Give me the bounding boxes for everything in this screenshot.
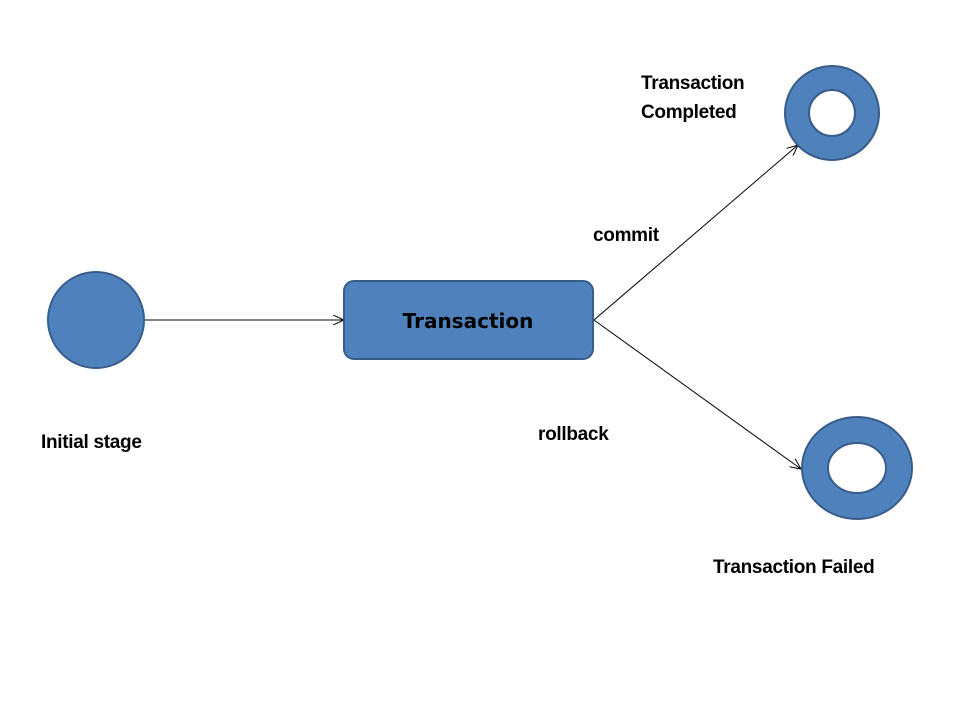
failed-label: Transaction Failed [713, 557, 875, 578]
completed-label-line1: Transaction [641, 73, 745, 94]
failed-node-hole [827, 442, 887, 494]
transaction-node [343, 280, 594, 360]
transaction-node-label: Transaction [403, 309, 534, 333]
completed-label-line2: Completed [641, 102, 737, 123]
commit-edge-label: commit [593, 225, 659, 246]
completed-node-hole [808, 89, 856, 137]
initial-stage-label: Initial stage [41, 432, 142, 453]
rollback-edge-label: rollback [538, 424, 609, 445]
edge-commit [593, 145, 798, 321]
completed-label: Transaction Completed [641, 69, 745, 127]
edge-rollback [593, 319, 801, 469]
initial-stage-node [47, 271, 145, 369]
